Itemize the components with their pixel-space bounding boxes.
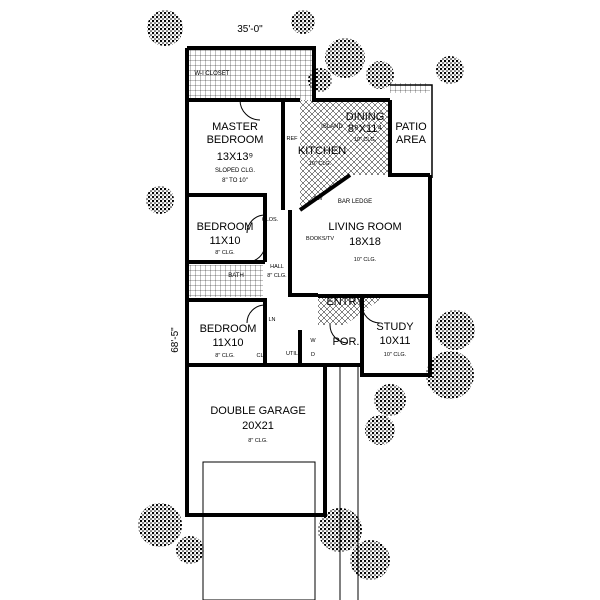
- master-bedroom-ceiling-2: 8" TO 10": [222, 178, 248, 184]
- hall-ceiling: 8" CLG.: [267, 273, 287, 279]
- ref-label: REF: [287, 136, 299, 142]
- dining-ceiling: 10" CLG.: [354, 137, 377, 143]
- study-label: STUDY: [376, 321, 414, 333]
- patio-label-2: AREA: [396, 134, 427, 146]
- driveway: [202, 365, 359, 600]
- bath-label: BATH: [228, 273, 244, 279]
- bedroom2-ceiling: 8" CLG.: [215, 250, 235, 256]
- washer-label: W: [310, 338, 316, 344]
- patio-trellis: [390, 83, 430, 93]
- master-bedroom-label-2: BEDROOM: [207, 134, 264, 146]
- closet2-label: CLOS.: [262, 217, 279, 223]
- kitchen-floor: [300, 100, 390, 210]
- dining-label: DINING: [346, 111, 385, 123]
- dryer-label: D: [311, 352, 315, 358]
- bedroom3-ceiling: 8" CLG.: [215, 353, 235, 359]
- width-dimension: 35'-0": [237, 24, 263, 35]
- utility-label: UTIL: [286, 351, 298, 357]
- garage-size: 20X21: [242, 420, 274, 432]
- entry-floor: [318, 296, 385, 325]
- master-bedroom-size: 13X13⁹: [217, 151, 254, 163]
- depth-dimension: 68'-5": [170, 327, 181, 353]
- master-bedroom-label: MASTER: [212, 121, 258, 133]
- patio-outline: [390, 84, 433, 178]
- linen-label: LN: [268, 317, 275, 323]
- living-room-label: LIVING ROOM: [328, 221, 401, 233]
- bedroom2-size: 11X10: [210, 235, 241, 247]
- bedroom3-size: 11X10: [213, 337, 244, 349]
- closet3-label: CL: [256, 353, 263, 359]
- study-ceiling: 10" CLG.: [384, 352, 407, 358]
- bedroom2-label: BEDROOM: [197, 221, 254, 233]
- doors: [239, 99, 381, 344]
- dining-size: 8⁸X11⁴: [348, 123, 383, 135]
- dw-label: DW: [313, 196, 323, 202]
- garage-label: DOUBLE GARAGE: [210, 405, 305, 417]
- kitchen-label: KITCHEN: [298, 145, 346, 157]
- kitchen-ceiling: 10" CLG.: [309, 161, 332, 167]
- study-size: 10X11: [380, 335, 411, 347]
- walls: [185, 46, 432, 517]
- master-bedroom-ceiling: SLOPED CLG.: [215, 168, 255, 174]
- bedroom3-label: BEDROOM: [200, 323, 257, 335]
- living-room-ceiling: 10" CLG.: [354, 257, 377, 263]
- patio-label: PATIO: [395, 121, 427, 133]
- living-room-size: 18X18: [349, 236, 381, 248]
- island-label: ISLAND: [321, 124, 343, 130]
- entry-label: ENTRY: [326, 296, 364, 308]
- bath-floor: [188, 265, 263, 297]
- master-bath-floor: [188, 50, 314, 100]
- garage-ceiling: 8" CLG.: [248, 438, 268, 444]
- hall-label: HALL: [270, 264, 284, 270]
- books-tv-label: BOOKS/TV: [306, 236, 334, 242]
- porch-label: POR.: [333, 336, 360, 348]
- bar-ledge-label: BAR LEDGE: [338, 199, 372, 205]
- closet-label: W-I CLOSET: [195, 71, 230, 77]
